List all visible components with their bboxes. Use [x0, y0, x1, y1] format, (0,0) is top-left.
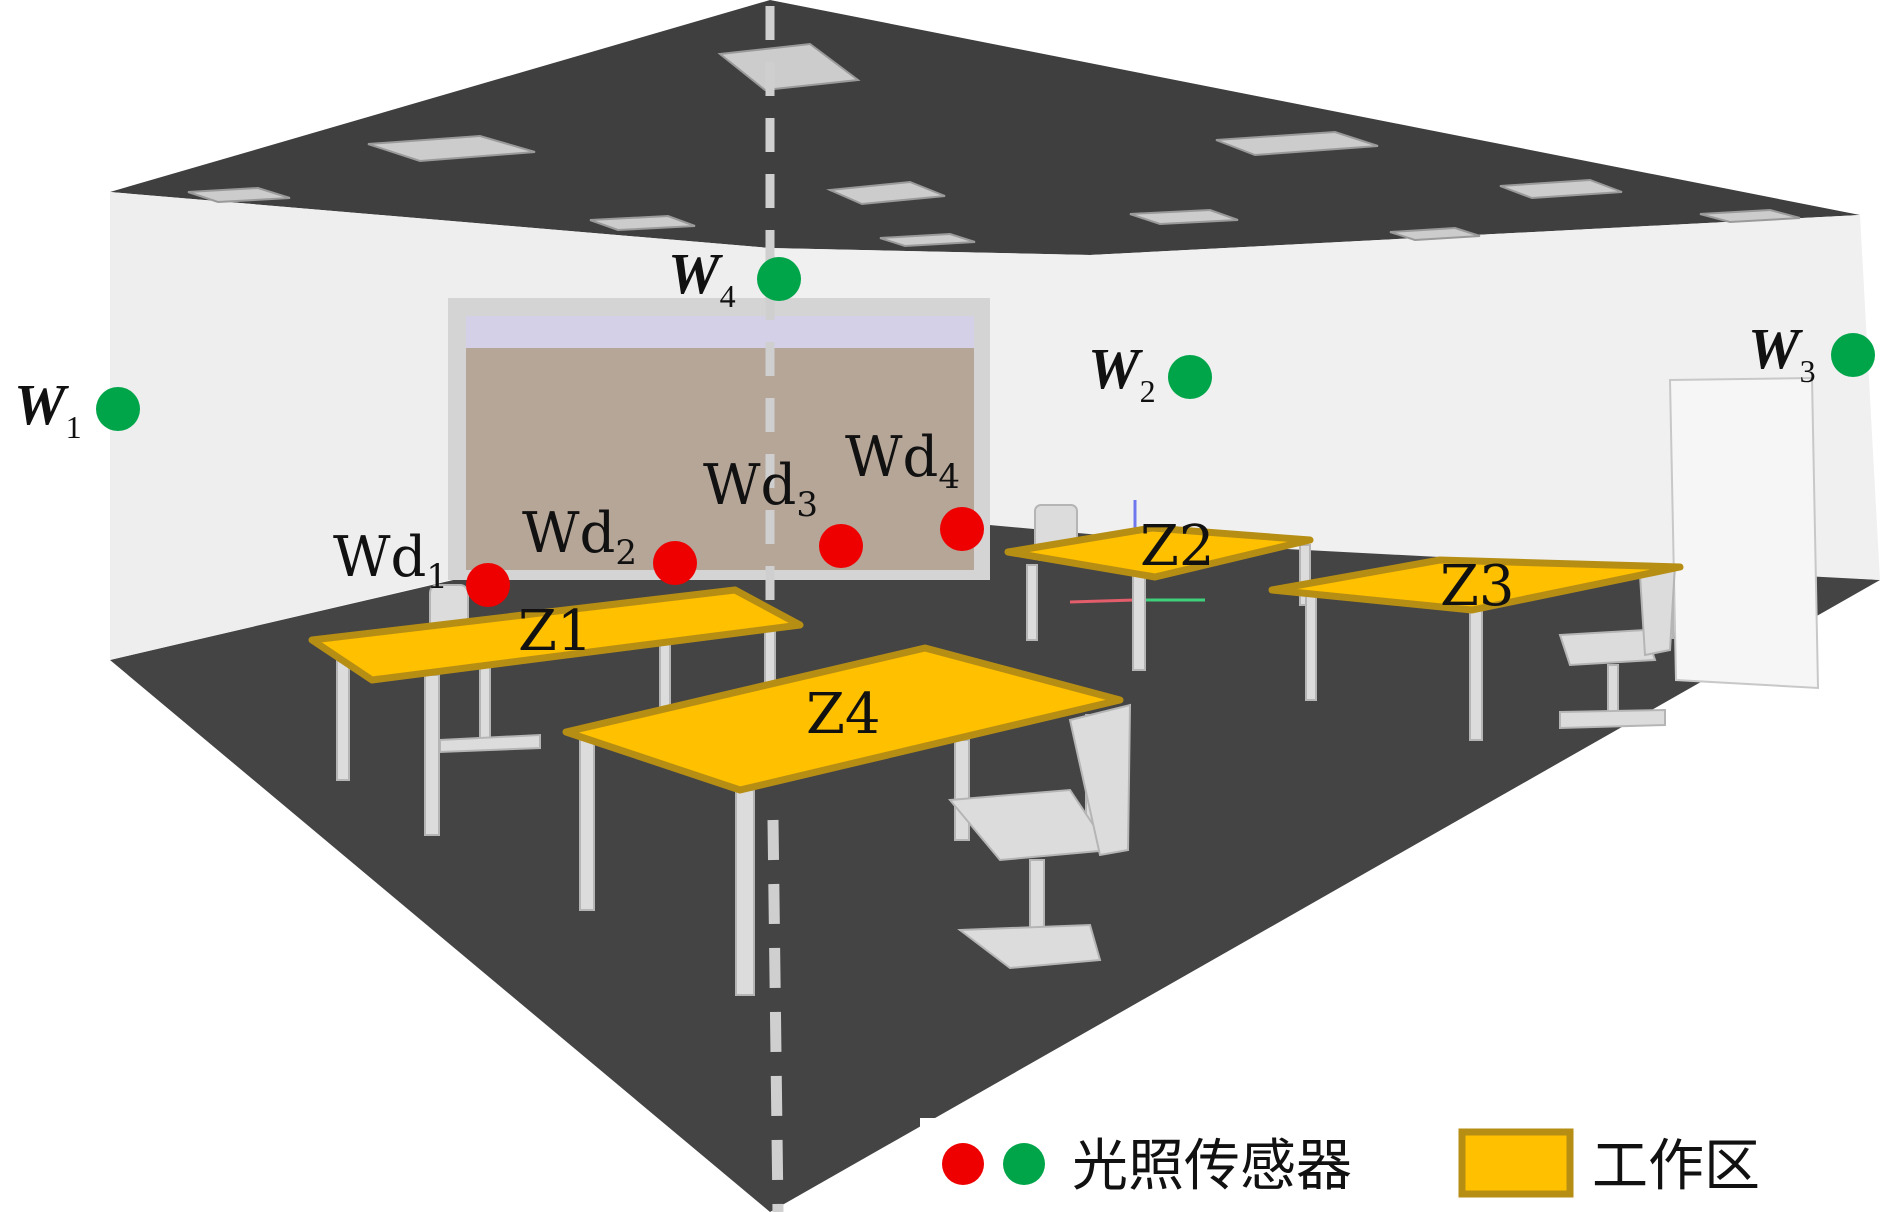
ceiling-lights: [187, 42, 1801, 248]
table-leg: [1026, 564, 1038, 641]
label-wd2: Wd2: [522, 501, 637, 573]
chair-back: [1068, 703, 1132, 857]
label-w4-sub: 4: [720, 278, 736, 314]
label-w2-base: W: [1088, 336, 1143, 401]
label-w4-base: W: [668, 241, 723, 306]
chair-stem: [479, 659, 491, 741]
label-w1-base: W: [14, 372, 69, 437]
zone-z2: [1004, 524, 1314, 581]
ceiling-light: [187, 186, 291, 204]
sensor-w4-dot: [757, 257, 801, 301]
sensor-wd4-dot: [940, 507, 984, 551]
table-leg: [1469, 604, 1483, 741]
window-sky: [466, 316, 974, 348]
legend-zone-swatch: [1458, 1128, 1574, 1198]
ceiling-light: [1699, 208, 1801, 224]
table-leg: [1305, 594, 1317, 701]
ceiling-light: [367, 134, 536, 163]
door: [1668, 376, 1820, 690]
table-leg: [579, 739, 595, 911]
label-z2: Z2: [1140, 514, 1215, 579]
window-ground: [466, 348, 974, 570]
wall-sensors: [96, 257, 1875, 431]
floor: [110, 505, 1880, 1212]
label-w1: W1: [14, 372, 82, 445]
ceiling-light: [1499, 178, 1623, 200]
sensor-w3-dot: [1831, 333, 1875, 377]
ceiling-light: [1389, 226, 1481, 242]
label-wd4-sub: 4: [938, 457, 960, 497]
label-z1: Z1: [518, 599, 593, 664]
table-leg: [735, 789, 755, 996]
ceiling-light: [1215, 130, 1379, 157]
table-leg: [1132, 574, 1146, 671]
chair-base: [1559, 708, 1666, 730]
zone-z3: [1268, 556, 1684, 614]
legend-red-dot: [942, 1143, 984, 1185]
sensor-wd1-dot: [466, 563, 510, 607]
ceiling-light: [826, 180, 946, 206]
sensor-wd2-dot: [653, 541, 697, 585]
ceiling-light: [1129, 208, 1239, 226]
legend-green-dot: [1003, 1143, 1045, 1185]
chair-base: [957, 923, 1102, 970]
zone-z1: [308, 586, 804, 684]
sensor-w2-dot: [1168, 355, 1212, 399]
legend-sensor-label: 光照传感器: [1072, 1134, 1352, 1199]
sensor-w1-dot: [96, 387, 140, 431]
label-w2: W2: [1088, 336, 1156, 409]
chair-seat: [1558, 628, 1657, 667]
label-w3-sub: 3: [1800, 353, 1816, 389]
label-w3-base: W: [1748, 316, 1803, 381]
ceiling-light: [717, 42, 861, 92]
ceiling: [110, 0, 1860, 255]
label-wd3: Wd3: [703, 453, 818, 525]
zone-z4: [562, 644, 1124, 794]
table-leg: [659, 639, 671, 711]
right-wall: [770, 215, 1880, 580]
label-wd4-base: Wd: [845, 425, 938, 490]
label-wd1-base: Wd: [333, 525, 426, 590]
label-z4: Z4: [806, 682, 881, 747]
window-sensors: [466, 507, 984, 607]
table-leg: [336, 659, 350, 781]
zones: [308, 524, 1684, 794]
ceiling-light: [589, 214, 696, 232]
label-w3: W3: [1748, 316, 1816, 389]
label-wd4: Wd4: [845, 425, 960, 497]
sensor-wd3-dot: [819, 524, 863, 568]
ceiling-light: [879, 232, 976, 248]
label-w2-sub: 2: [1140, 373, 1156, 409]
label-wd2-base: Wd: [522, 501, 615, 566]
label-wd3-sub: 3: [796, 485, 818, 525]
label-wd3-base: Wd: [703, 453, 796, 518]
label-wd1-sub: 1: [426, 557, 448, 597]
chair-stem: [1607, 664, 1619, 716]
legend-zone-label: 工作区: [1592, 1134, 1760, 1199]
chair-back: [1638, 563, 1677, 657]
center-dashed-line-lower: [767, 819, 784, 1212]
axis-x: [1069, 598, 1136, 604]
label-wd1: Wd1: [333, 525, 448, 597]
label-w1-sub: 1: [66, 409, 82, 445]
label-w4: W4: [668, 241, 736, 314]
legend-background: [920, 1118, 1820, 1212]
label-wd2-sub: 2: [615, 533, 637, 573]
table-leg: [424, 674, 440, 836]
table-leg: [954, 739, 970, 841]
legend: 光照传感器 工作区: [920, 1118, 1820, 1212]
label-z3: Z3: [1440, 554, 1515, 619]
